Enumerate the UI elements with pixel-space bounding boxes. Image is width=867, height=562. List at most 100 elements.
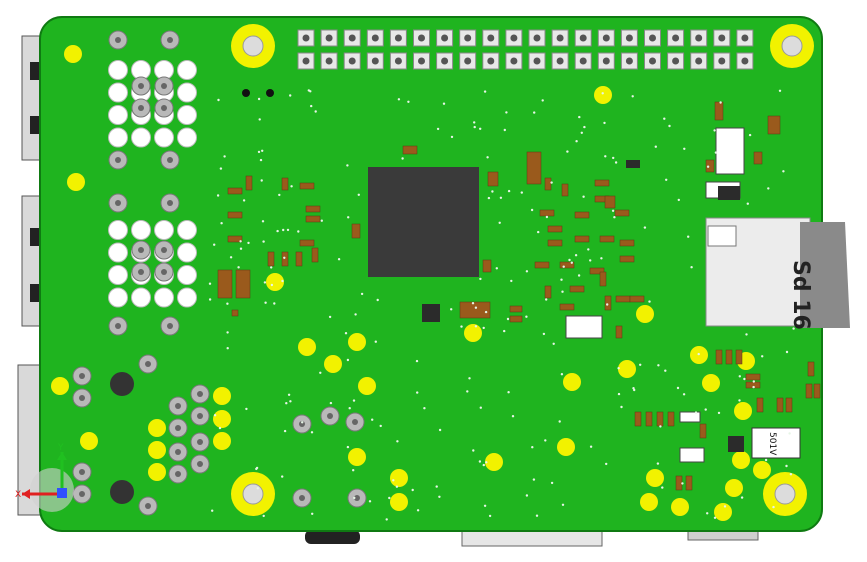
via (657, 364, 660, 367)
gold-pad (636, 305, 654, 323)
smd-component (509, 315, 523, 323)
via (566, 150, 569, 153)
via (604, 155, 607, 158)
header-pin-hole (510, 34, 518, 42)
mounting-holes (231, 24, 814, 516)
via (262, 514, 265, 518)
via (643, 226, 647, 229)
via (664, 369, 667, 372)
via (283, 429, 287, 433)
via (289, 94, 292, 97)
header-pin-hole (695, 57, 703, 65)
via (613, 216, 616, 219)
white-pad (108, 82, 128, 103)
via (348, 407, 351, 410)
via (530, 208, 534, 212)
via (603, 121, 606, 125)
gold-pad (485, 453, 503, 471)
header-pin-hole (556, 34, 564, 42)
gold-pad (298, 338, 316, 356)
smd-component (767, 115, 781, 135)
via (379, 424, 382, 428)
via (648, 300, 651, 303)
via (772, 505, 775, 509)
gold-pads (51, 45, 771, 521)
via (682, 393, 686, 396)
smd-component (705, 159, 715, 173)
via (301, 421, 304, 424)
via (483, 90, 487, 93)
header-pin-hole (325, 34, 333, 42)
via (436, 127, 440, 131)
through-hole-pin-core (79, 395, 85, 401)
via (468, 377, 471, 380)
via (374, 340, 377, 343)
white-pad (108, 105, 128, 125)
header-pin-hole (394, 34, 402, 42)
via (485, 461, 488, 464)
via (328, 315, 332, 319)
via (719, 101, 722, 104)
via (738, 375, 741, 378)
header-pin-hole (510, 57, 518, 65)
smd-component (574, 211, 590, 219)
header-pin-hole (533, 34, 541, 42)
via (309, 90, 312, 93)
via (471, 302, 475, 305)
header-pin-hole (394, 57, 402, 65)
gold-pad (266, 273, 284, 291)
black-package (728, 436, 744, 452)
via (337, 258, 341, 261)
header-pin-hole (602, 34, 610, 42)
smd-component (756, 397, 764, 413)
white-pad (131, 220, 151, 240)
through-hole-pin-core (79, 469, 85, 475)
through-hole-pin-core (167, 323, 173, 329)
via (575, 140, 578, 143)
via (752, 385, 755, 389)
gold-pad (148, 419, 166, 437)
via (525, 315, 528, 318)
through-hole-pin-core (138, 83, 144, 89)
via (507, 391, 510, 394)
via (743, 377, 746, 381)
header-pin-hole (649, 57, 656, 65)
smd-component (559, 303, 575, 311)
via (213, 243, 216, 246)
header-pin-hole (625, 34, 633, 42)
via (281, 475, 284, 478)
smd-component (599, 235, 615, 243)
smd-component (544, 285, 552, 299)
ic-package (565, 315, 603, 339)
smd-component (526, 151, 542, 185)
gold-pad (148, 463, 166, 481)
via (491, 190, 494, 193)
header-pin-hole (602, 57, 610, 65)
mounting-hole-center (242, 483, 264, 505)
via (287, 393, 291, 396)
white-pad (177, 127, 197, 148)
via (600, 257, 603, 260)
smd-component (634, 411, 642, 427)
header-pin-hole (348, 57, 356, 65)
via (423, 407, 426, 410)
smd-component (656, 411, 664, 427)
smd-component (604, 195, 616, 209)
smd-component (753, 151, 763, 165)
via (219, 167, 223, 170)
header-pin-hole (579, 34, 587, 42)
via (257, 150, 261, 154)
mounting-hole-center (242, 35, 264, 57)
ic-package (679, 411, 701, 423)
header-pin-hole (441, 57, 449, 65)
smd-component (547, 225, 563, 233)
via (239, 240, 242, 243)
smd-components (217, 101, 821, 491)
smd-component (305, 215, 321, 223)
via (782, 170, 785, 173)
header-pin-hole (718, 34, 726, 42)
via (289, 400, 292, 403)
through-hole-pins (72, 30, 367, 516)
via (745, 333, 748, 336)
smd-component (735, 349, 743, 365)
